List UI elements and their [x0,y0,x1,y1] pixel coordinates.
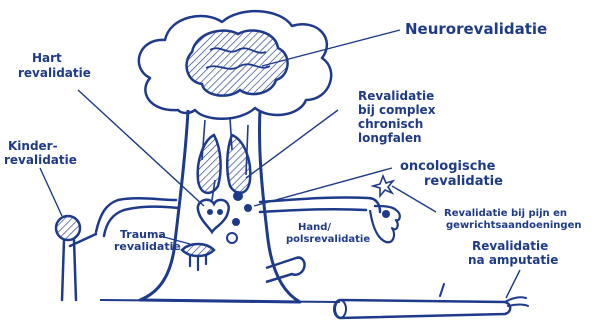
label-pijn-gewrichten: Revalidatie bij pijn en gewrichtsaandoen… [444,208,581,231]
label-hart-line1: Hart [32,51,62,65]
label-longfalen: Revalidatie bij complex chronisch longfa… [358,89,440,145]
leader-kinder [40,168,62,216]
label-hart-revalidatie: Hart revalidatie [18,51,91,80]
label-trauma: Trauma revalidatie [114,228,181,253]
star-icon [373,176,393,196]
child-figure-head [56,216,80,240]
amputation-log [335,300,511,318]
lungs-icon [198,135,221,193]
leader-neuro [262,30,400,66]
label-amputatie: Revalidatie na amputatie [468,239,558,267]
label-oncologische: oncologische revalidatie [400,159,503,189]
label-neurorevalidatie: Neurorevalidatie [405,20,547,38]
label-kinderrevalidatie: Kinder- revalidatie [4,139,77,167]
leader-amputatie [506,270,520,298]
label-hart-line2: revalidatie [18,66,91,80]
leader-onco [254,168,392,206]
leader-pijn [392,186,436,212]
trauma-wound-icon [182,244,214,256]
label-hand-pols: Hand/ polsrevalidatie [286,222,370,245]
